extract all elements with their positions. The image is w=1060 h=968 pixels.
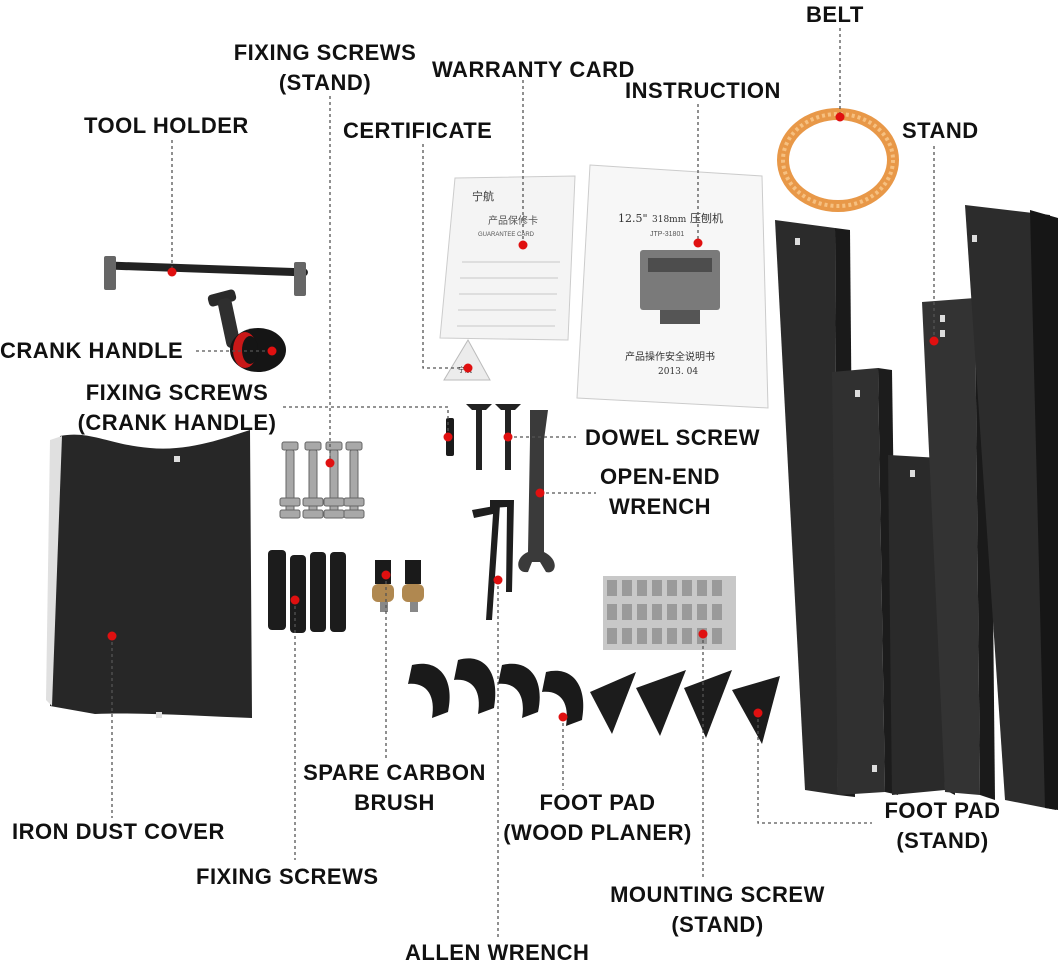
label-instruction: INSTRUCTION [625,78,781,103]
foot-pad-stand-part [590,670,780,744]
label-open-end-wrench-line1: OPEN-END [599,464,721,489]
marker-crank-handle [267,346,277,356]
spare-carbon-brush-part [372,560,424,612]
crank-handle-part [207,289,286,372]
fixing-screws-stand-part [279,441,365,519]
manual-model: JTP-31801 [650,231,684,238]
label-foot-pad-stand-line2: (STAND) [896,828,989,853]
label-fixing-screws-crank-line1: FIXING SCREWS [85,380,269,405]
label-foot-pad-wood-planer-line2: (WOOD PLANER) [503,820,692,845]
label-iron-dust-cover: IRON DUST COVER [12,819,225,844]
manual-name: 压刨机 [690,211,723,225]
marker-belt [835,112,845,122]
label-foot-pad-wood-planer: FOOT PAD (WOOD PLANER) [495,788,700,848]
marker-fixing-screws-crank [443,432,453,442]
tool-holder-part [104,256,308,296]
warranty-card-subtitle: GUARANTEE CARD [478,232,535,238]
label-foot-pad-stand-line1: FOOT PAD [884,798,1001,823]
label-allen-wrench: ALLEN WRENCH [405,940,590,965]
label-fixing-screws-crank: FIXING SCREWS (CRANK HANDLE) [72,378,282,438]
certificate-part: 宁航 [443,338,491,381]
marker-foot-pad-wood-planer [558,712,568,722]
foot-pad-wood-planer-part [408,658,584,726]
marker-instruction [693,238,703,248]
label-tool-holder: TOOL HOLDER [84,113,249,138]
label-dowel-screw: DOWEL SCREW [585,425,760,450]
marker-warranty-card [518,240,528,250]
belt-part [777,108,899,212]
manual-size: 12.5" [618,212,648,225]
label-spare-carbon-brush-line2: BRUSH [354,790,435,815]
manual-subtitle: 产品操作安全说明书 [625,350,715,363]
label-mounting-screw-stand-line1: MOUNTING SCREW [610,882,825,907]
manual-date: 2013. 04 [658,367,698,377]
warranty-card-part: 宁航 产品保修卡 GUARANTEE CARD [439,175,576,341]
marker-stand [929,336,939,346]
label-spare-carbon-brush: SPARE CARBON BRUSH [292,758,497,818]
label-fixing-screws-stand-line2: (STAND) [278,70,372,95]
marker-dowel-screw [503,432,513,442]
marker-foot-pad-stand [753,708,763,718]
marker-tool-holder [167,267,177,277]
allen-wrench-part [472,500,514,620]
marker-mounting-screw [698,629,708,639]
label-warranty-card: WARRANTY CARD [432,57,635,82]
marker-iron-dust-cover [107,631,117,641]
warranty-card-brand: 宁航 [472,189,494,203]
instruction-manual-part: 12.5" 318mm 压刨机 JTP-31801 产品操作安全说明书 2013… [576,164,769,409]
label-certificate: CERTIFICATE [343,118,493,143]
label-crank-handle: CRANK HANDLE [0,338,184,363]
mounting-screw-stand-part [603,576,736,650]
label-mounting-screw-stand: MOUNTING SCREW (STAND) [600,880,835,940]
marker-fixing-screws [290,595,300,605]
label-foot-pad-stand: FOOT PAD (STAND) [870,796,1015,856]
fixing-screws-part [268,550,346,633]
marker-allen-wrench [493,575,503,585]
label-foot-pad-wood-planer-line1: FOOT PAD [539,790,656,815]
part-markers [107,112,939,722]
label-fixing-screws-stand: FIXING SCREWS (STAND) [225,38,425,98]
marker-certificate [463,363,473,373]
stand-part [775,205,1058,810]
label-spare-carbon-brush-line1: SPARE CARBON [303,760,486,785]
label-mounting-screw-stand-line2: (STAND) [671,912,764,937]
marker-fixing-screws-stand [325,458,335,468]
label-belt: BELT [806,2,864,27]
label-fixing-screws-crank-line2: (CRANK HANDLE) [77,410,277,435]
marker-spare-carbon-brush [381,570,391,580]
leader-lines [111,28,935,940]
label-fixing-screws: FIXING SCREWS [196,864,379,889]
marker-open-end-wrench [535,488,545,498]
warranty-card-title: 产品保修卡 [488,214,538,227]
iron-dust-cover-part [46,430,252,718]
label-open-end-wrench-line2: WRENCH [609,494,711,519]
manual-size-mm: 318mm [652,215,687,225]
label-fixing-screws-stand-line1: FIXING SCREWS [233,40,417,65]
label-stand: STAND [902,118,979,143]
label-open-end-wrench: OPEN-END WRENCH [590,462,730,522]
